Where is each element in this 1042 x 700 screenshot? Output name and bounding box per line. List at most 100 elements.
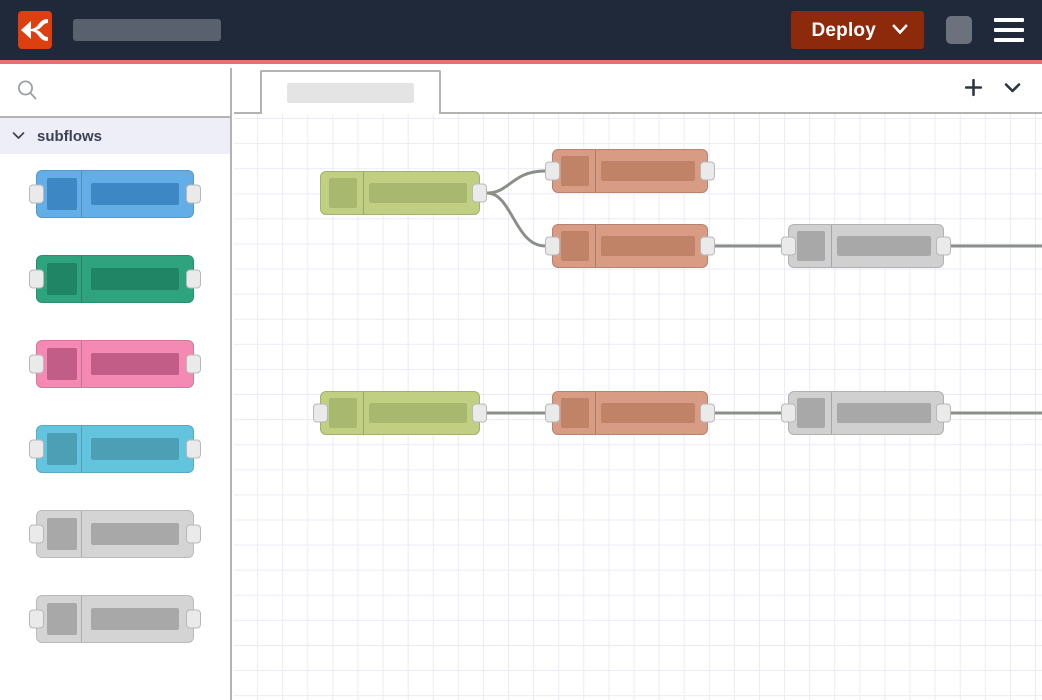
node-icon [561, 398, 589, 428]
node-input-port[interactable] [313, 404, 328, 423]
flow-tab-label [287, 83, 414, 103]
node-input-port[interactable] [781, 237, 796, 256]
node-input-port[interactable] [29, 440, 44, 459]
node-divider [81, 341, 82, 387]
node-label [91, 183, 179, 205]
user-avatar-placeholder[interactable] [946, 16, 972, 44]
search-icon[interactable] [16, 79, 38, 106]
palette-category-subflows[interactable]: subflows [0, 118, 230, 154]
node-label [91, 523, 179, 545]
node-icon [47, 263, 77, 295]
node-output-port[interactable] [700, 237, 715, 256]
deploy-button-label: Deploy [811, 21, 876, 40]
chevron-down-icon[interactable] [12, 127, 25, 145]
chevron-down-icon[interactable] [1003, 81, 1022, 99]
node-input-port[interactable] [781, 404, 796, 423]
node-red-logo-icon[interactable] [18, 11, 52, 49]
node-icon [797, 398, 825, 428]
node-input-port[interactable] [545, 404, 560, 423]
node-icon [797, 231, 825, 261]
hamburger-bar [994, 28, 1024, 32]
flow-canvas[interactable] [234, 114, 1042, 700]
flow-node-green-2[interactable] [320, 391, 480, 435]
node-divider [831, 225, 832, 267]
flow-node-gray-1[interactable] [788, 224, 944, 268]
node-label [837, 236, 931, 256]
node-output-port[interactable] [186, 355, 201, 374]
node-label [91, 353, 179, 375]
palette-node-2[interactable] [36, 255, 194, 303]
node-icon [47, 603, 77, 635]
palette-search-bar[interactable] [0, 68, 230, 118]
node-label [91, 438, 179, 460]
palette-sidebar: subflows [0, 68, 232, 700]
chevron-down-icon[interactable] [892, 23, 908, 38]
node-label [369, 403, 467, 423]
node-label [91, 268, 179, 290]
flow-node-salmon-1[interactable] [552, 149, 708, 193]
node-output-port[interactable] [472, 184, 487, 203]
hamburger-bar [994, 38, 1024, 42]
node-label [601, 161, 695, 181]
node-output-port[interactable] [186, 525, 201, 544]
node-icon [561, 156, 589, 186]
node-label [601, 236, 695, 256]
node-icon [329, 398, 357, 428]
node-label [837, 403, 931, 423]
workspace [234, 68, 1042, 700]
node-divider [363, 172, 364, 214]
node-input-port[interactable] [29, 610, 44, 629]
node-input-port[interactable] [545, 237, 560, 256]
node-divider [595, 392, 596, 434]
palette-node-6[interactable] [36, 595, 194, 643]
node-output-port[interactable] [186, 185, 201, 204]
node-divider [363, 392, 364, 434]
tab-actions [964, 78, 1022, 102]
node-input-port[interactable] [29, 525, 44, 544]
palette-search-input[interactable] [48, 85, 230, 100]
node-icon [47, 433, 77, 465]
deploy-button[interactable]: Deploy [791, 11, 924, 49]
node-icon [329, 178, 357, 208]
node-label [601, 403, 695, 423]
node-label [91, 608, 179, 630]
palette-node-1[interactable] [36, 170, 194, 218]
app-header: Deploy [0, 0, 1042, 64]
node-output-port[interactable] [936, 237, 951, 256]
node-input-port[interactable] [29, 185, 44, 204]
node-input-port[interactable] [29, 355, 44, 374]
palette-node-3[interactable] [36, 340, 194, 388]
plus-icon[interactable] [964, 78, 983, 102]
node-output-port[interactable] [936, 404, 951, 423]
node-label [369, 183, 467, 203]
wire-green1-to-salmon2[interactable] [487, 193, 545, 246]
flow-node-salmon-3[interactable] [552, 391, 708, 435]
flow-node-gray-2[interactable] [788, 391, 944, 435]
node-output-port[interactable] [186, 610, 201, 629]
node-icon [561, 231, 589, 261]
hamburger-menu-icon[interactable] [994, 18, 1024, 42]
node-input-port[interactable] [29, 270, 44, 289]
node-output-port[interactable] [472, 404, 487, 423]
node-icon [47, 518, 77, 550]
palette-node-5[interactable] [36, 510, 194, 558]
palette-node-4[interactable] [36, 425, 194, 473]
palette-node-list [0, 154, 230, 643]
node-output-port[interactable] [700, 404, 715, 423]
flow-node-salmon-2[interactable] [552, 224, 708, 268]
node-output-port[interactable] [186, 270, 201, 289]
node-divider [81, 171, 82, 217]
wire-green1-to-salmon1[interactable] [487, 171, 545, 193]
flow-title-field[interactable] [73, 19, 221, 41]
node-output-port[interactable] [186, 440, 201, 459]
node-icon [47, 348, 77, 380]
flow-node-green-1[interactable] [320, 171, 480, 215]
node-divider [81, 256, 82, 302]
flow-tab-active[interactable] [260, 70, 441, 114]
node-output-port[interactable] [700, 162, 715, 181]
node-divider [81, 511, 82, 557]
node-divider [831, 392, 832, 434]
node-input-port[interactable] [545, 162, 560, 181]
hamburger-bar [994, 18, 1024, 22]
